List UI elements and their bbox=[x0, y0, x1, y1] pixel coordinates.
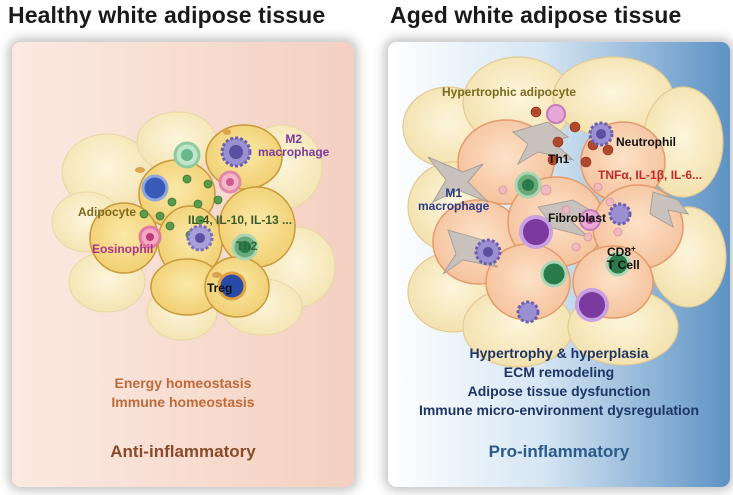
pink-faint-dots bbox=[498, 182, 623, 252]
th1-cell bbox=[514, 171, 542, 199]
cd8-t-cell bbox=[575, 288, 609, 322]
th1-label: Th1 bbox=[548, 152, 570, 166]
outcome-ecm-remodeling: ECM remodeling bbox=[503, 364, 615, 380]
purple-large-cell bbox=[519, 215, 553, 249]
cd8-t-cell-label: CD8+ T Cell bbox=[607, 244, 640, 272]
m1-macrophage-cell bbox=[474, 238, 502, 266]
t-cell-text: T Cell bbox=[607, 257, 640, 272]
neutrophil-label: Neutrophil bbox=[616, 135, 676, 149]
anti-inflammatory-cytokines-label: IL-4, IL-10, IL-13 ... bbox=[188, 213, 293, 227]
nuclei bbox=[135, 129, 231, 278]
fibroblasts bbox=[427, 121, 690, 275]
fibroblast-label: Fibroblast bbox=[548, 211, 607, 225]
pro-inflammatory-cytokines-label: TNFα, IL-1β, IL-6... bbox=[598, 168, 703, 182]
healthy-tissue-title: Healthy white adipose tissue bbox=[8, 2, 326, 28]
macrophage-bottom bbox=[516, 300, 540, 324]
aged-outcomes: Hypertrophy & hyperplasia ECM remodeling… bbox=[388, 344, 730, 420]
pink-cell-top bbox=[546, 104, 566, 124]
cd8-superscript: + bbox=[631, 244, 636, 253]
aged-tissue-panel: Hypertrophic adipocyte Neutrophil Th1 TN… bbox=[388, 42, 730, 487]
aged-tissue-title: Aged white adipose tissue bbox=[390, 2, 682, 28]
m2-label-text: M2 macrophage bbox=[258, 132, 330, 159]
aged-tissue-illustration bbox=[402, 56, 727, 368]
fibroblast-cell-body bbox=[540, 260, 568, 288]
hypertrophic-adipocyte-label: Hypertrophic adipocyte bbox=[442, 85, 577, 99]
cd8-text: CD8 bbox=[607, 245, 632, 259]
healthy-tissue-illustration bbox=[51, 111, 336, 341]
neutrophil-cell bbox=[588, 121, 614, 147]
pink-cell-right bbox=[218, 170, 242, 194]
green-cell-right bbox=[605, 251, 631, 277]
pink-mid-cell bbox=[579, 209, 601, 231]
healthy-tissue-panel: M2 macrophage Adipocyte IL-4, IL-10, IL-… bbox=[12, 42, 354, 487]
healthy-outcomes: Energy homeostasis Immune homeostasis bbox=[12, 374, 354, 412]
outcome-immune-homeostasis: Immune homeostasis bbox=[111, 394, 255, 410]
outcome-adipose-dysfunction: Adipose tissue dysfunction bbox=[467, 383, 651, 399]
treg-cell bbox=[217, 271, 247, 301]
th2-label: Th2 bbox=[236, 239, 258, 253]
red-cytokine-dots bbox=[530, 106, 614, 168]
th2-cell bbox=[231, 233, 259, 261]
outcome-immune-dysregulation: Immune micro-environment dysregulation bbox=[418, 402, 700, 418]
eosinophil-label: Eosinophil bbox=[92, 242, 154, 256]
eosinophil-cell bbox=[138, 225, 162, 249]
macrophage-center bbox=[186, 224, 214, 252]
green-cell-top bbox=[173, 141, 201, 169]
m1-macrophage-label: M1 macrophage bbox=[418, 187, 489, 212]
m2-macrophage-cell bbox=[220, 136, 252, 168]
outcome-energy-homeostasis: Energy homeostasis bbox=[114, 375, 252, 391]
macrophage-right bbox=[608, 202, 632, 226]
m2-macrophage-label: M2 macrophage bbox=[258, 133, 329, 158]
anti-inflammatory-state: Anti-inflammatory bbox=[110, 442, 256, 461]
pro-inflammatory-state: Pro-inflammatory bbox=[488, 442, 630, 461]
m1-label-text: M1 macrophage bbox=[418, 186, 490, 213]
adipocyte-label: Adipocyte bbox=[78, 205, 137, 219]
treg-label: Treg bbox=[207, 281, 233, 295]
blue-cell bbox=[141, 174, 169, 202]
outcome-hypertrophy: Hypertrophy & hyperplasia bbox=[469, 345, 649, 361]
